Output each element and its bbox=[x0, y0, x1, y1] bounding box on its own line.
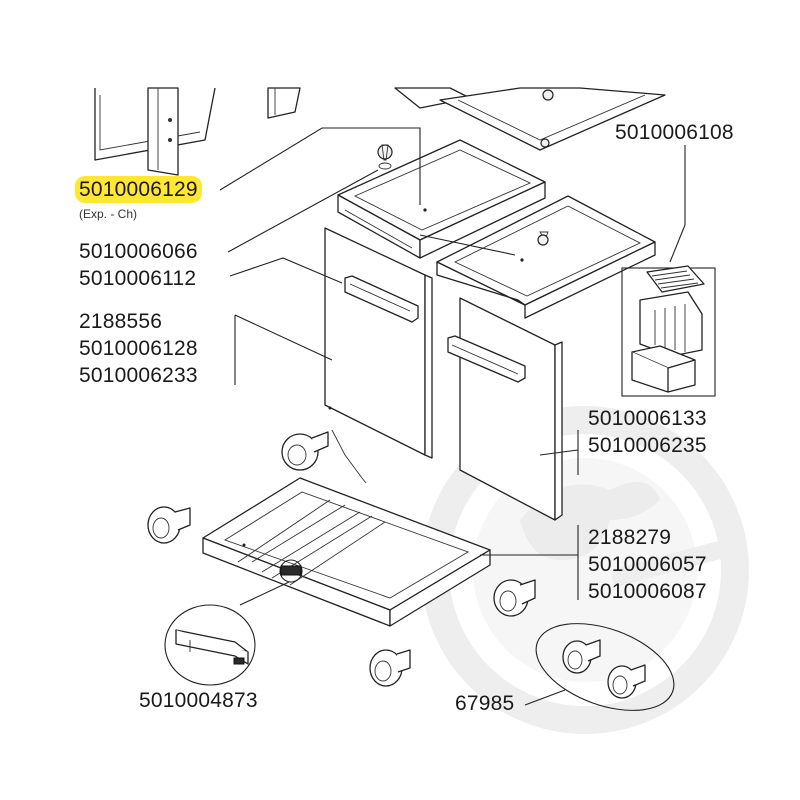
castor-wheel bbox=[281, 431, 329, 471]
right-door-part-number-a: 5010006133 bbox=[588, 407, 707, 430]
tray-part-number: 5010006108 bbox=[615, 121, 734, 144]
left-door-part-labels: 5010006066 5010006112 bbox=[79, 238, 198, 292]
storage-basket bbox=[621, 265, 716, 397]
handle-part-number-b: 5010006128 bbox=[79, 337, 198, 360]
left-drawer-tray bbox=[337, 139, 546, 259]
castor-wheel bbox=[369, 649, 411, 687]
bottom-base-frame bbox=[202, 477, 491, 627]
castor-set-part-number: 67985 bbox=[455, 692, 515, 715]
watermark-logo bbox=[421, 406, 749, 734]
right-door-part-labels: 5010006133 5010006235 bbox=[588, 405, 707, 459]
left-door bbox=[324, 227, 433, 459]
base-part-number-b: 5010006057 bbox=[588, 553, 707, 576]
handle-part-labels: 2188556 5010006128 5010006233 bbox=[79, 308, 198, 389]
base-part-labels: 2188279 5010006057 5010006087 bbox=[588, 524, 707, 605]
clip-detail bbox=[164, 559, 303, 686]
right-door bbox=[447, 297, 563, 521]
cabinet-frame-upper bbox=[94, 87, 666, 176]
frame-part-number: 5010006129 bbox=[75, 176, 202, 203]
castor-wheel bbox=[147, 506, 191, 544]
castor-set-detail bbox=[535, 623, 675, 711]
handle-part-number-c: 5010006233 bbox=[79, 364, 198, 387]
frame-note: (Exp. - Ch) bbox=[79, 207, 138, 221]
base-part-number-c: 5010006087 bbox=[588, 580, 707, 603]
left-door-part-number-a: 5010006066 bbox=[79, 240, 198, 263]
clip-part-number: 5010004873 bbox=[139, 689, 258, 712]
leader-lines bbox=[219, 127, 686, 706]
left-door-part-number-b: 5010006112 bbox=[79, 267, 197, 290]
right-door-part-number-b: 5010006235 bbox=[588, 434, 707, 457]
castor-wheels bbox=[147, 429, 536, 687]
right-drawer-tray bbox=[436, 195, 656, 319]
castor-wheel bbox=[493, 579, 536, 617]
frame-part-label: 5010006129 bbox=[75, 176, 202, 203]
base-part-number-a: 2188279 bbox=[588, 526, 672, 549]
handle-part-number-a: 2188556 bbox=[79, 310, 163, 333]
